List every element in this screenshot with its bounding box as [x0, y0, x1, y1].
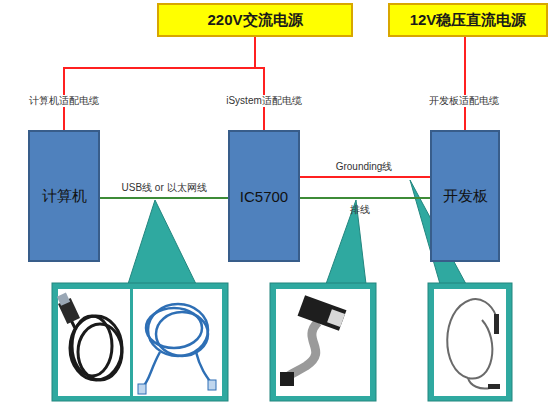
wire-clip	[488, 384, 500, 389]
cable-coil	[70, 316, 122, 380]
photo-frame	[58, 289, 130, 396]
cable-line	[64, 37, 255, 130]
callout-frame	[52, 283, 228, 401]
ribbon-plug	[280, 372, 294, 386]
cable-lead	[196, 352, 212, 384]
cable-line	[300, 176, 430, 178]
node-label: 开发板	[443, 187, 488, 206]
cable-label: USB线 or 以太网线	[120, 182, 207, 194]
photo-frame	[434, 289, 506, 396]
callout-frame	[270, 283, 376, 401]
wire-loop	[447, 300, 492, 379]
device-box: 计算机	[28, 130, 100, 262]
cable-line	[464, 37, 466, 130]
cable-label: 排线	[349, 204, 371, 216]
cable-label: iSystem适配电缆	[225, 95, 303, 107]
connector-latch	[327, 309, 345, 327]
cable-label: Grounding线	[335, 161, 394, 173]
rj45-plug	[138, 384, 146, 394]
cable-line	[100, 197, 228, 199]
usb-plug-metal	[57, 293, 70, 306]
cable-lead	[142, 352, 160, 388]
node-label: 220V交流电源	[207, 11, 302, 30]
cable-coil	[146, 308, 202, 348]
node-label: IC5700	[240, 188, 288, 205]
photo-frame	[133, 289, 222, 396]
device-box: IC5700	[228, 130, 300, 262]
power-source-box: 12V稳压直流电源	[388, 3, 548, 37]
cable-label: 开发板适配电缆	[428, 95, 500, 107]
debug-connector	[298, 295, 347, 331]
ethernet-cable-photo	[142, 304, 212, 388]
usb-cable-photo	[70, 316, 122, 380]
power-source-box: 220V交流电源	[157, 3, 353, 37]
cable-coil	[78, 324, 122, 380]
wire-clip	[494, 314, 499, 334]
cable-label: 计算机适配电缆	[28, 95, 100, 107]
callout-frame	[428, 283, 512, 401]
cable-line	[300, 197, 430, 199]
ground-wire-photo	[447, 299, 496, 389]
cable-line	[255, 37, 264, 130]
photo-frame	[276, 289, 370, 396]
wire-lead	[468, 378, 490, 389]
rj45-plug	[208, 380, 216, 390]
ribbon-cable	[286, 322, 318, 378]
callout-wedge	[128, 200, 196, 284]
node-label: 计算机	[42, 187, 87, 206]
node-label: 12V稳压直流电源	[410, 11, 527, 30]
cable-coil	[72, 316, 112, 376]
wire-loop	[470, 299, 496, 316]
device-box: 开发板	[430, 130, 500, 262]
